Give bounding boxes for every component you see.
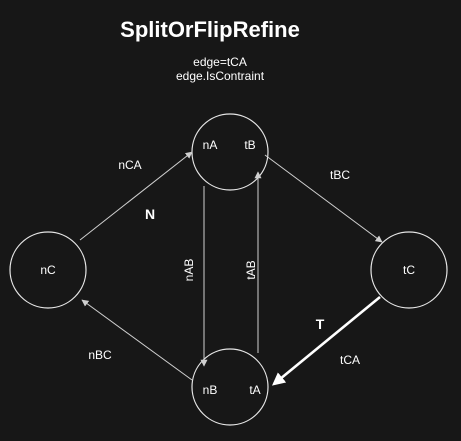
marker-t: T	[316, 316, 325, 332]
edge-tca-arrow	[271, 295, 381, 386]
edge-label-tab: tAB	[244, 260, 258, 279]
node-bottom-label-nb: nB	[203, 383, 218, 397]
node-right-label-tc: tC	[403, 263, 415, 277]
node-right	[370, 231, 448, 309]
node-bottom	[191, 348, 269, 426]
node-left-label-nc: nC	[40, 263, 56, 277]
edge-nbc-arrow	[81, 299, 193, 381]
subtitle-line-2: edge.IsContraint	[176, 69, 265, 83]
edge-tbc-arrow	[264, 154, 383, 243]
edge-label-tca: tCA	[340, 353, 360, 367]
marker-n: N	[145, 206, 155, 222]
node-top-label-tb: tB	[244, 138, 255, 152]
node-top	[191, 113, 269, 191]
edge-label-nbc: nBC	[88, 348, 112, 362]
node-top-label-na: nA	[203, 138, 218, 152]
subtitle-line-1: edge=tCA	[193, 55, 247, 69]
diagram-title: SplitOrFlipRefine	[120, 17, 300, 42]
edge-label-tbc: tBC	[330, 168, 350, 182]
edge-nca-arrow	[79, 151, 193, 241]
node-left	[9, 231, 87, 309]
edge-label-nca: nCA	[118, 158, 141, 172]
edge-label-nab: nAB	[182, 259, 196, 282]
node-bottom-label-ta: tA	[249, 383, 260, 397]
